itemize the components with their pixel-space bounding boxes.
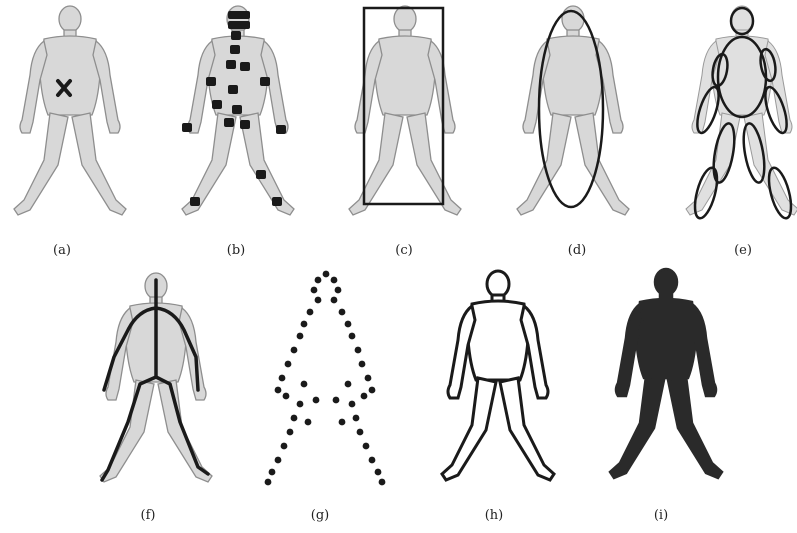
- contour-point: [315, 277, 322, 284]
- contour-point: [291, 347, 298, 354]
- contour-point: [353, 415, 360, 422]
- contour-point: [375, 469, 382, 476]
- contour-point: [365, 375, 372, 382]
- panel-e: [672, 5, 797, 220]
- panel-a: [0, 5, 140, 220]
- contour-point: [275, 457, 282, 464]
- contour-point: [323, 271, 330, 278]
- contour-point: [285, 361, 292, 368]
- contour-point: [265, 479, 272, 486]
- contour-point: [297, 401, 304, 408]
- contour-point: [361, 393, 368, 400]
- human-figure: [517, 6, 629, 215]
- caption-f: (f): [118, 508, 178, 523]
- silhouette: [610, 269, 722, 478]
- contour-point: [313, 397, 320, 404]
- contour-point: [359, 361, 366, 368]
- panel-f: [86, 272, 226, 487]
- contour-point: [339, 309, 346, 316]
- caption-e: (e): [713, 243, 773, 258]
- panel-b: [168, 5, 308, 220]
- caption-c: (c): [374, 243, 434, 258]
- caption-a: (a): [32, 243, 92, 258]
- contour-points: [265, 271, 386, 486]
- contour-point: [345, 381, 352, 388]
- panel-g: [256, 272, 396, 487]
- contour-point: [335, 287, 342, 294]
- contour-point: [281, 443, 288, 450]
- contour-point: [311, 287, 318, 294]
- contour-point: [357, 429, 364, 436]
- contour-point: [369, 387, 376, 394]
- contour-point: [305, 419, 312, 426]
- contour-point: [355, 347, 362, 354]
- contour-point: [297, 333, 304, 340]
- contour-point: [331, 297, 338, 304]
- contour-point: [307, 309, 314, 316]
- caption-b: (b): [206, 243, 266, 258]
- caption-i: (i): [631, 508, 691, 523]
- contour-point: [379, 479, 386, 486]
- caption-g: (g): [290, 508, 350, 523]
- contour-point: [287, 429, 294, 436]
- contour-point: [279, 375, 286, 382]
- human-figure: [14, 6, 126, 215]
- contour-point: [283, 393, 290, 400]
- contour-point: [363, 443, 370, 450]
- panel-i: [596, 268, 736, 483]
- contour-point: [349, 401, 356, 408]
- contour-point: [269, 469, 276, 476]
- contour-point: [333, 397, 340, 404]
- panel-d: [503, 5, 643, 220]
- contour-point: [339, 419, 346, 426]
- contour-point: [345, 321, 352, 328]
- contour-point: [291, 415, 298, 422]
- contour-point: [315, 297, 322, 304]
- contour-point: [349, 333, 356, 340]
- contour-point: [301, 381, 308, 388]
- contour-point: [301, 321, 308, 328]
- panel-c: [335, 5, 475, 220]
- caption-h: (h): [464, 508, 524, 523]
- panel-h: [428, 270, 568, 485]
- contour-point: [275, 387, 282, 394]
- contour-outline: [442, 271, 554, 480]
- caption-d: (d): [547, 243, 607, 258]
- contour-point: [331, 277, 338, 284]
- contour-point: [369, 457, 376, 464]
